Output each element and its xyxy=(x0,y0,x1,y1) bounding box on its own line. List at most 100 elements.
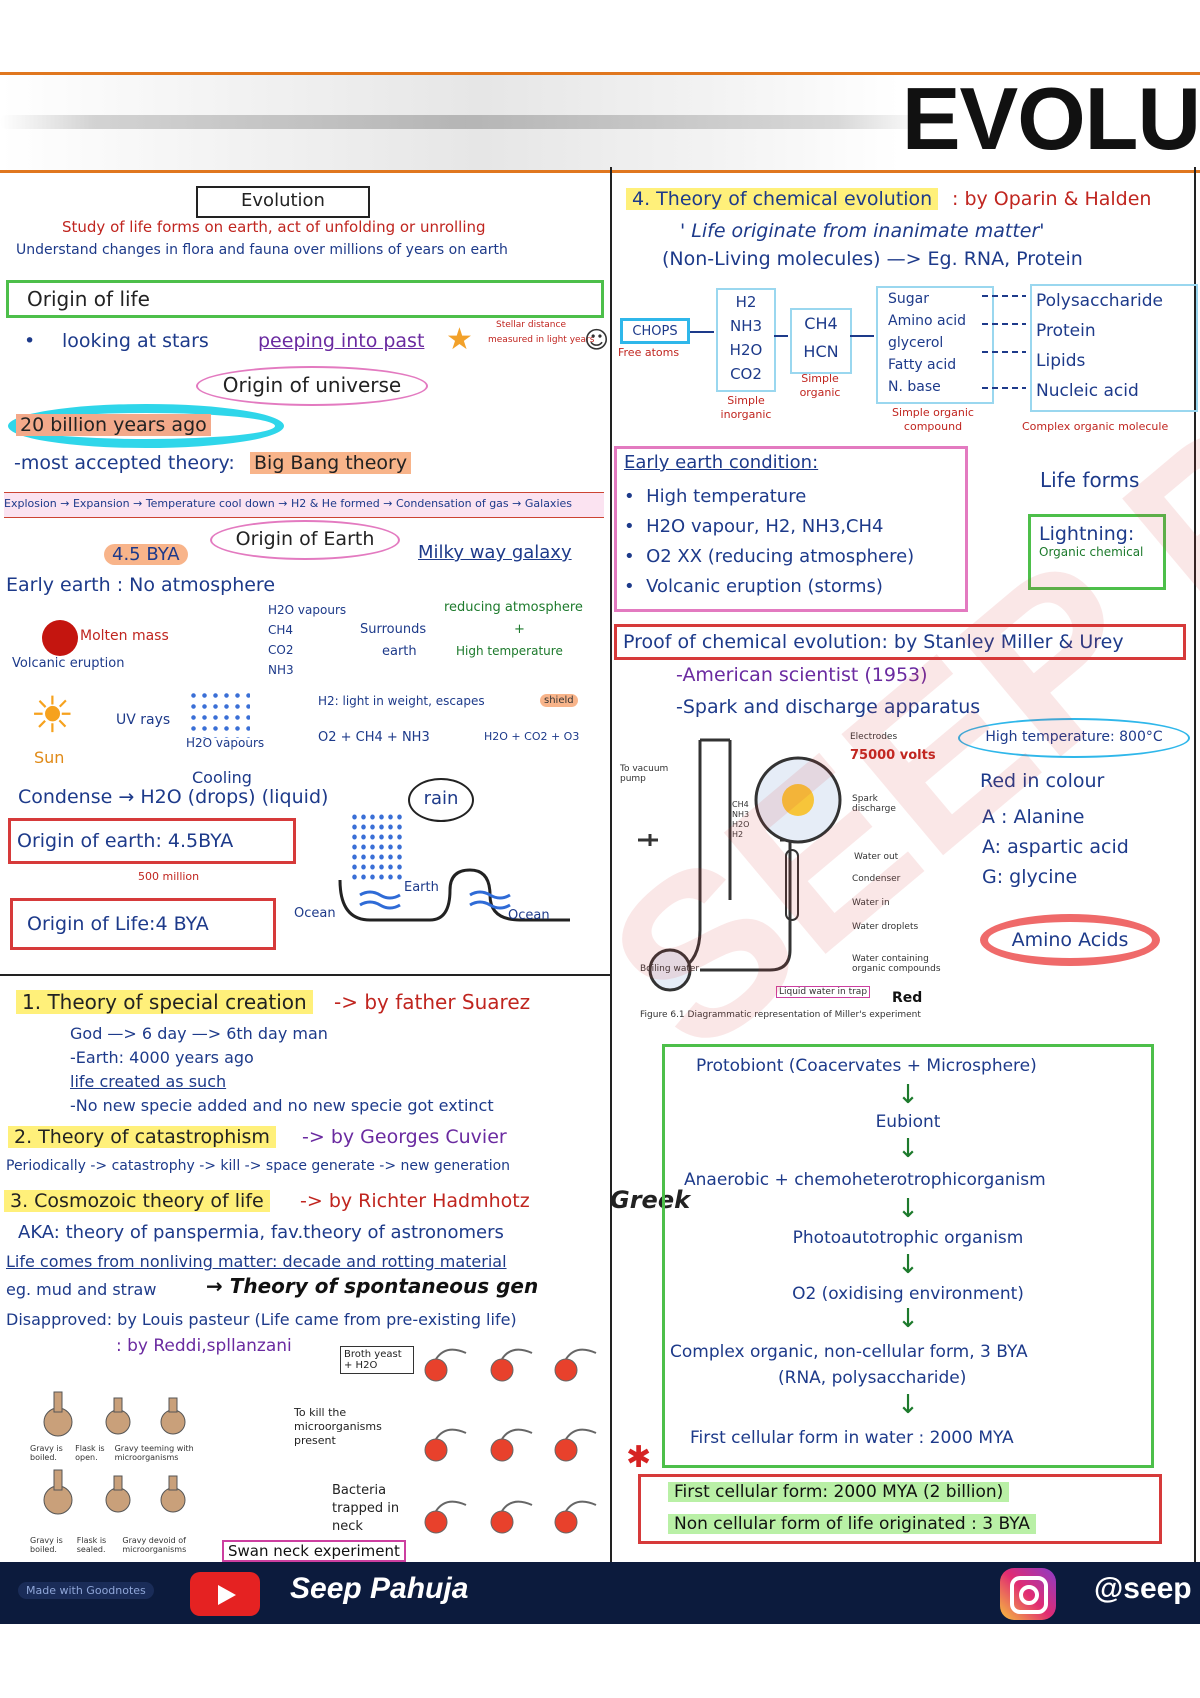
eg-mud: eg. mud and straw xyxy=(6,1280,157,1299)
flow-o2: O2 (oxidising environment) xyxy=(792,1284,1024,1304)
big-bang: Big Bang theory xyxy=(250,452,412,474)
figure-caption: Figure 6.1 Diagrammatic representation o… xyxy=(640,1010,921,1020)
earth-word: earth xyxy=(382,644,417,659)
greek-note: Greek xyxy=(610,1186,691,1214)
definition-1: Study of life forms on earth, act of unf… xyxy=(62,218,486,236)
complex-list-box: Polysaccharide Protein Lipids Nucleic ac… xyxy=(1030,284,1198,412)
most-accepted: -most accepted theory: xyxy=(14,452,235,474)
condense: Condense → H2O (drops) (liquid) xyxy=(18,786,329,808)
section-divider xyxy=(0,974,610,976)
flask-cap-2: Flask is open. xyxy=(75,1444,105,1462)
evolution-box: Evolution xyxy=(196,186,370,218)
swan-neck-label: Swan neck experiment xyxy=(222,1540,406,1562)
instagram-handle[interactable]: @seep xyxy=(1094,1572,1192,1605)
life-forms: Life forms xyxy=(1040,468,1140,492)
condenser-label: Condenser xyxy=(852,874,901,884)
bullet-dot: • xyxy=(24,330,36,352)
channel-name[interactable]: Seep Pahuja xyxy=(290,1572,469,1605)
red-colour: Red in colour xyxy=(980,770,1105,792)
origin-earth-oval: Origin of Earth xyxy=(210,520,400,560)
flask-cap-1: Gravy is boiled. xyxy=(30,1444,63,1462)
clist-lipids: Lipids xyxy=(1036,351,1086,371)
uv-rays: UV rays xyxy=(116,712,171,728)
ocean-label-2: Ocean xyxy=(508,908,550,923)
high-temp-800: High temperature: 800°C xyxy=(958,718,1190,758)
gas-nh3: NH3 xyxy=(268,663,294,677)
plus-sign: + xyxy=(514,622,525,637)
seq-temp: Temperature cool down xyxy=(145,497,275,510)
olist-amino: Amino acid xyxy=(888,313,967,329)
reducing-atmos: reducing atmosphere xyxy=(444,600,583,615)
sun-icon: ☀ xyxy=(30,686,75,744)
star-mark-icon: ✱ xyxy=(626,1440,652,1475)
amino-acids-oval: Amino Acids xyxy=(980,914,1160,966)
seq-condensation: Condensation of gas xyxy=(395,497,509,510)
olist-fatty: Fatty acid xyxy=(888,357,957,373)
h2-escapes: H2: light in weight, escapes xyxy=(318,694,485,708)
olist-nbase: N. base xyxy=(888,379,941,395)
lightning: Lightning: xyxy=(1039,523,1135,545)
volcanic-label: Volcanic eruption xyxy=(12,656,125,671)
youtube-icon[interactable] xyxy=(190,1572,260,1616)
inorg-co2: CO2 xyxy=(730,365,762,383)
theory2-by: -> by Georges Cuvier xyxy=(302,1126,507,1148)
five-hundred-million: 500 million xyxy=(138,870,200,883)
chem-arrows xyxy=(690,295,1026,389)
theory2-title: 2. Theory of catastrophism xyxy=(8,1126,276,1148)
gas-ch4: CH4 xyxy=(268,623,294,637)
t1-line-1: God —> 6 day —> 6th day man xyxy=(70,1024,328,1043)
protobiont: Protobiont (Coacervates + Microsphere) xyxy=(696,1056,1037,1076)
theory1-title: 1. Theory of special creation xyxy=(16,990,313,1014)
rain-bubble: rain xyxy=(408,778,474,822)
amino-alanine: A : Alanine xyxy=(982,806,1085,828)
reaction: O2 + CH4 + NH3 xyxy=(318,730,430,745)
theory2-sequence: Periodically -> catastrophy -> kill -> s… xyxy=(6,1158,511,1174)
kill-note: To kill the microorganisms present xyxy=(294,1406,382,1447)
cond-4: • Volcanic eruption (storms) xyxy=(624,576,883,597)
cooling: Cooling xyxy=(192,768,252,787)
looking-stars: looking at stars xyxy=(62,330,209,352)
disapproved: Disapproved: by Louis pasteur (Life came… xyxy=(6,1310,517,1329)
amino-list: A : Alanine A: aspartic acid G: glycine xyxy=(982,802,1129,892)
sun-label: Sun xyxy=(34,748,65,767)
cond-3: • O2 XX (reducing atmosphere) xyxy=(624,546,915,567)
water-out: Water out xyxy=(854,852,899,862)
american: -American scientist (1953) xyxy=(676,664,928,686)
t1-line-3: life created as such xyxy=(70,1072,227,1091)
theory1-by: -> by father Suarez xyxy=(334,990,531,1014)
flow-arrow-2: ↓ xyxy=(897,1134,919,1164)
flow-arrow-4: ↓ xyxy=(897,1250,919,1280)
flow-complex: Complex organic, non-cellular form, 3 BY… xyxy=(670,1342,1028,1362)
milky-way: Milky way galaxy xyxy=(418,542,572,563)
pasteur-flasks xyxy=(43,1391,186,1515)
instagram-icon[interactable] xyxy=(1000,1568,1056,1620)
spark-discharge-label: Spark discharge xyxy=(852,794,896,814)
vapour-dots xyxy=(188,690,250,738)
origin-universe-oval: Origin of universe xyxy=(196,366,428,406)
proof-box: Proof of chemical evolution: by Stanley … xyxy=(614,624,1186,660)
quote: ' Life originate from inanimate matter' xyxy=(680,220,1045,242)
water-droplets: Water droplets xyxy=(852,922,919,932)
simple-organic-compound: Simple organic compound xyxy=(892,406,974,433)
seq-expansion: Expansion xyxy=(72,497,130,510)
theory3-by: -> by Richter Hadmhotz xyxy=(300,1190,530,1212)
goodnotes-badge: Made with Goodnotes xyxy=(18,1582,154,1599)
vacuum-label: To vacuum pump xyxy=(620,764,669,784)
flask-cap-3: Gravy teeming with microorganisms xyxy=(114,1444,194,1462)
peeping-past: peeping into past xyxy=(258,330,425,352)
flow-anaerobic: Anaerobic + chemoheterotrophicorganism xyxy=(684,1170,1046,1190)
bacteria-note: Bacteria trapped in neck xyxy=(332,1483,400,1534)
billion-years: 20 billion years ago xyxy=(16,414,211,436)
org-ch4: CH4 xyxy=(804,314,838,333)
origin-life-box: Origin of Life:4 BYA xyxy=(10,898,276,950)
flow-arrow-3: ↓ xyxy=(897,1194,919,1224)
flask-cap-4: Gravy is boiled. xyxy=(30,1536,63,1554)
seq-explosion: Explosion xyxy=(4,497,57,510)
billion-highlight-circle xyxy=(8,404,284,448)
summary-box xyxy=(638,1474,1162,1544)
olist-glycerol: glycerol xyxy=(888,335,944,351)
bya-badge: 4.5 BYA xyxy=(104,544,188,565)
water-in: Water in xyxy=(852,898,890,908)
flow-arrow-6: ↓ xyxy=(897,1390,919,1420)
electrodes-label: Electrodes xyxy=(850,732,898,742)
